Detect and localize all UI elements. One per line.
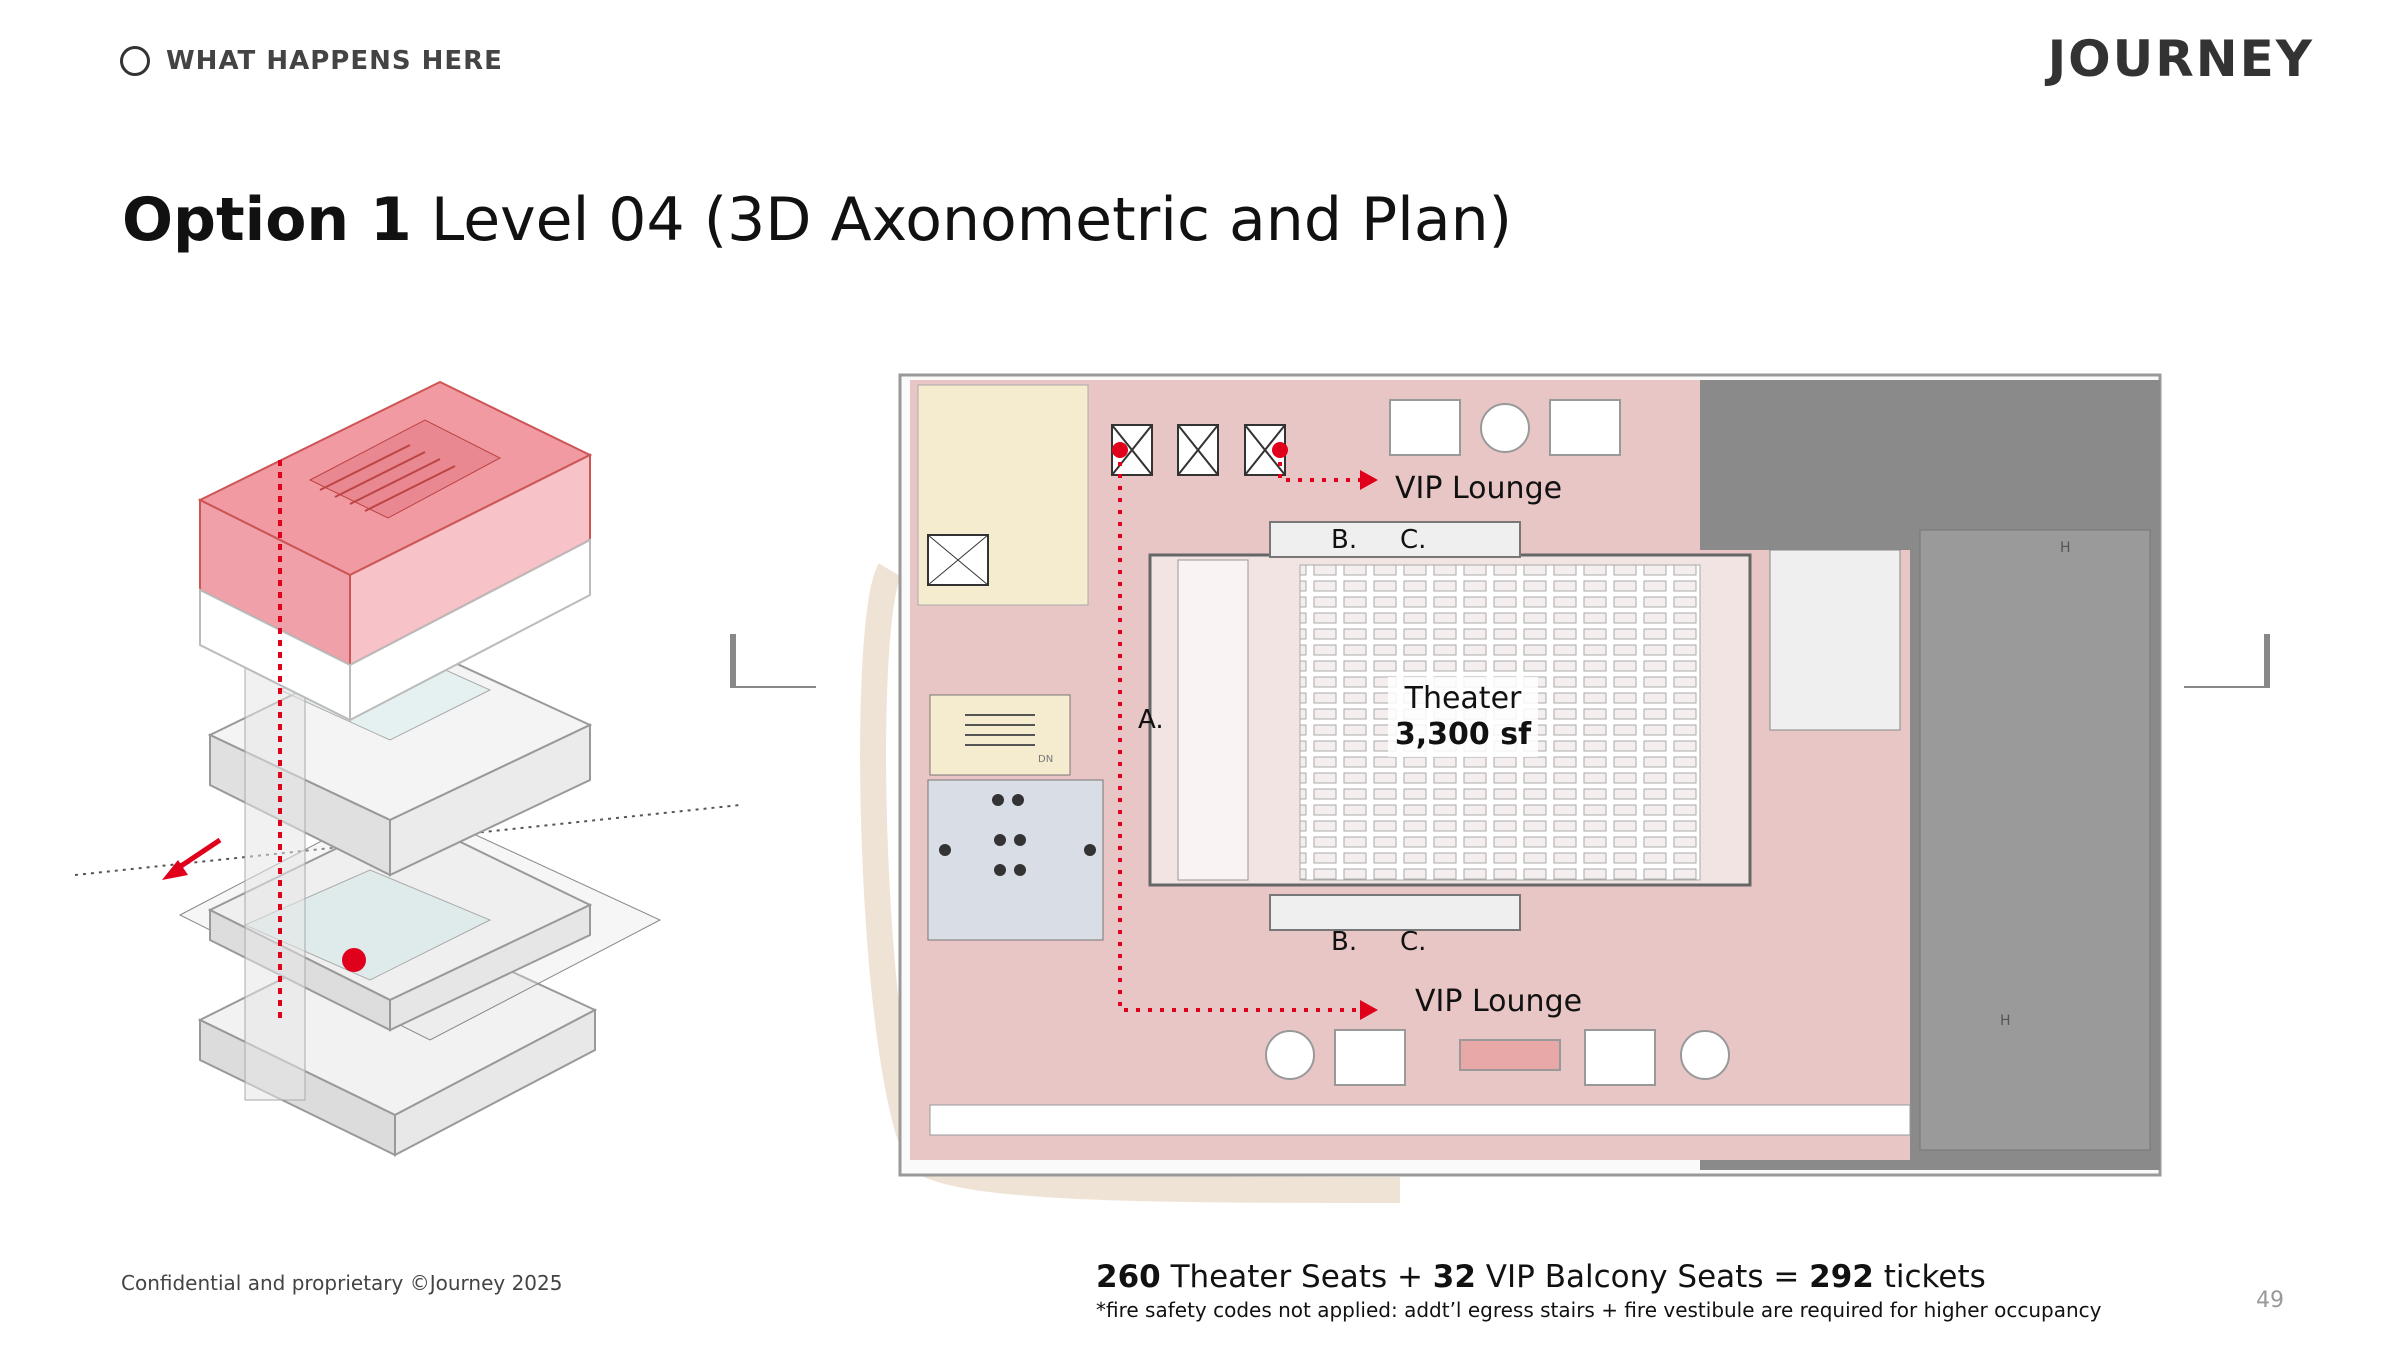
- left-section-marker: [730, 634, 816, 688]
- seat-summary: 260 Theater Seats + 32 VIP Balcony Seats…: [1096, 1259, 1986, 1295]
- theater-seat-text: Theater Seats +: [1160, 1259, 1433, 1295]
- elevator-h-label-bottom: H: [2000, 1013, 2011, 1029]
- circle-icon: [120, 46, 150, 76]
- vip-seat-count: 32: [1432, 1259, 1476, 1295]
- axonometric-drawing: [74, 380, 741, 1157]
- balcony-b-top-label: B.: [1331, 525, 1358, 555]
- axo-location-dot: [342, 948, 366, 972]
- elevator-bank: [1111, 424, 1286, 476]
- balcony-c-top-label: C.: [1400, 525, 1427, 555]
- egress-route: [1118, 450, 1360, 1012]
- section-label-text: WHAT HAPPENS HERE: [166, 46, 503, 76]
- total-ticket-text: tickets: [1873, 1259, 1986, 1295]
- elevator-h-label-top: H: [2060, 540, 2071, 556]
- right-section-marker: [2184, 634, 2270, 688]
- restrooms: [927, 779, 1104, 941]
- page-title: Option 1 Level 04 (3D Axonometric and Pl…: [122, 185, 1512, 255]
- journey-logo: JOURNEY: [2047, 30, 2314, 88]
- vip-lounge-bottom-label: VIP Lounge: [1415, 984, 1583, 1019]
- vip-lounge-top-label: VIP Lounge: [1395, 471, 1563, 506]
- theater-label: Theater 3,300 sf: [1388, 677, 1538, 757]
- total-ticket-count: 292: [1809, 1259, 1874, 1295]
- vip-seat-text: VIP Balcony Seats =: [1475, 1259, 1810, 1295]
- balcony-c-bottom-label: C.: [1400, 927, 1427, 957]
- page-number: 49: [2256, 1288, 2284, 1313]
- page-title-bold: Option 1: [122, 185, 412, 255]
- page-title-rest: Level 04 (3D Axonometric and Plan): [411, 185, 1513, 255]
- floor-plan: DN: [860, 373, 2162, 1203]
- confidential-notice: Confidential and proprietary ©Journey 20…: [121, 1271, 563, 1295]
- section-label: WHAT HAPPENS HERE: [120, 46, 503, 76]
- stair-dn-label: DN: [1038, 754, 1053, 765]
- theater-seat-count: 260: [1096, 1259, 1161, 1295]
- theater-name: Theater: [1404, 681, 1522, 716]
- theater-area: 3,300 sf: [1394, 717, 1532, 752]
- axo-top-red-volume: [197, 380, 593, 722]
- balcony-b-bottom-label: B.: [1331, 927, 1358, 957]
- fire-safety-note: *fire safety codes not applied: addt’l e…: [1096, 1298, 2102, 1322]
- area-a-label: A.: [1138, 705, 1164, 735]
